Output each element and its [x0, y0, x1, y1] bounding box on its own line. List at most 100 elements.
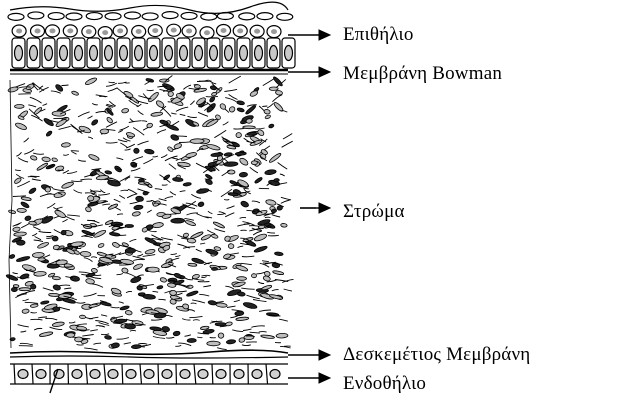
keratocyte-nucleus	[28, 187, 37, 195]
collagen-fibre	[234, 300, 240, 302]
collagen-fibre	[99, 326, 105, 327]
collagen-fibre	[43, 104, 48, 106]
keratocyte-nucleus	[188, 263, 197, 267]
keratocyte-nucleus	[19, 288, 31, 291]
keratocyte-nucleus	[265, 199, 276, 206]
keratocyte-nucleus	[235, 311, 244, 316]
collagen-fibre	[21, 331, 27, 332]
keratocyte-nucleus	[240, 200, 249, 208]
endothelial-cell-border	[158, 364, 159, 384]
endothelial-cell-border	[122, 364, 123, 384]
collagen-fibre	[138, 111, 144, 115]
collagen-fibre	[34, 328, 42, 330]
wing-cell-nucleus	[16, 29, 22, 34]
keratocyte-nucleus	[8, 86, 19, 93]
endothelial-cell-border	[140, 364, 141, 384]
collagen-fibre	[197, 149, 203, 152]
endothelial-nucleus	[90, 370, 100, 379]
keratocyte-nucleus	[61, 230, 67, 235]
keratocyte-nucleus	[213, 221, 225, 229]
collagen-fibre	[116, 158, 123, 160]
collagen-fibre	[153, 337, 165, 339]
keratocyte-nucleus	[55, 118, 67, 128]
collagen-fibre	[265, 217, 271, 218]
collagen-fibre	[137, 275, 144, 277]
keratocyte-nucleus	[243, 301, 258, 309]
collagen-fibre	[192, 300, 205, 303]
basal-cell-nucleus	[285, 46, 293, 61]
collagen-fibre	[91, 257, 97, 258]
wing-cell-nucleus	[35, 28, 41, 33]
keratocyte-nucleus	[78, 125, 91, 134]
collagen-fibre	[96, 112, 106, 113]
wing-cell-nucleus	[221, 28, 227, 33]
basal-cell-nucleus	[15, 46, 23, 61]
collagen-fibre	[191, 194, 201, 198]
label-descemet-membrane: Δεσκεμέτιος Μεμβράνη	[343, 345, 530, 364]
collagen-fibre	[229, 76, 241, 83]
keratocyte-nucleus	[112, 241, 120, 248]
keratocyte-nucleus	[17, 208, 27, 213]
keratocyte-nucleus	[49, 293, 60, 297]
wing-cell-nucleus	[136, 29, 142, 34]
keratocyte-nucleus	[276, 333, 288, 338]
collagen-fibre	[243, 329, 252, 331]
keratocyte-nucleus	[109, 232, 120, 237]
basal-cell-nucleus	[195, 46, 203, 61]
collagen-fibre	[133, 259, 144, 260]
collagen-fibre	[95, 321, 108, 324]
collagen-fibre	[50, 327, 63, 330]
keratocyte-nucleus	[216, 302, 228, 307]
keratocyte-nucleus	[125, 248, 135, 253]
endothelial-nucleus	[252, 370, 262, 379]
collagen-fibre	[250, 167, 258, 173]
keratocyte-nucleus	[144, 149, 154, 155]
collagen-fibre	[211, 321, 217, 322]
collagen-fibre	[78, 112, 90, 117]
collagen-fibre	[196, 163, 206, 168]
collagen-fibre	[242, 345, 251, 346]
keratocyte-nucleus	[173, 331, 180, 337]
keratocyte-nucleus	[125, 310, 132, 315]
collagen-fibre	[238, 246, 244, 248]
keratocyte-nucleus	[45, 187, 51, 193]
collagen-fibre	[262, 261, 269, 262]
keratocyte-nucleus	[52, 321, 65, 327]
collagen-fibre	[120, 143, 127, 148]
collagen-fibre	[232, 330, 243, 332]
keratocyte-nucleus	[167, 146, 174, 153]
collagen-fibre	[268, 235, 279, 236]
collagen-fibre	[165, 197, 173, 199]
keratocyte-nucleus	[91, 119, 99, 126]
keratocyte-nucleus	[124, 323, 135, 329]
keratocyte-nucleus	[227, 170, 235, 174]
collagen-fibre	[250, 332, 260, 333]
collagen-fibre	[272, 95, 282, 102]
keratocyte-nucleus	[55, 83, 64, 92]
keratocyte-nucleus	[187, 238, 196, 243]
collagen-fibre	[180, 114, 186, 115]
surface-cell	[48, 13, 64, 20]
keratocyte-nucleus	[187, 338, 196, 342]
collagen-fibre	[172, 121, 179, 125]
keratocyte-nucleus	[174, 272, 182, 278]
collagen-fibre	[272, 215, 280, 217]
keratocyte-nucleus	[245, 105, 257, 115]
keratocyte-nucleus	[29, 221, 37, 225]
collagen-fibre	[262, 106, 267, 107]
collagen-fibre	[84, 258, 93, 262]
keratocyte-nucleus	[151, 112, 163, 117]
collagen-fibre	[13, 196, 26, 197]
keratocyte-nucleus	[243, 126, 256, 129]
keratocyte-nucleus	[211, 267, 217, 270]
arrow-descemet	[288, 350, 330, 360]
keratocyte-nucleus	[251, 274, 256, 278]
keratocyte-nucleus	[261, 334, 275, 339]
collagen-fibre	[33, 153, 44, 154]
collagen-fibre	[170, 192, 176, 196]
basal-cell-nucleus	[180, 46, 188, 61]
arrow-bowman	[288, 67, 330, 77]
keratocyte-nucleus	[88, 196, 94, 201]
collagen-fibre	[130, 239, 137, 241]
collagen-fibre	[267, 103, 273, 108]
